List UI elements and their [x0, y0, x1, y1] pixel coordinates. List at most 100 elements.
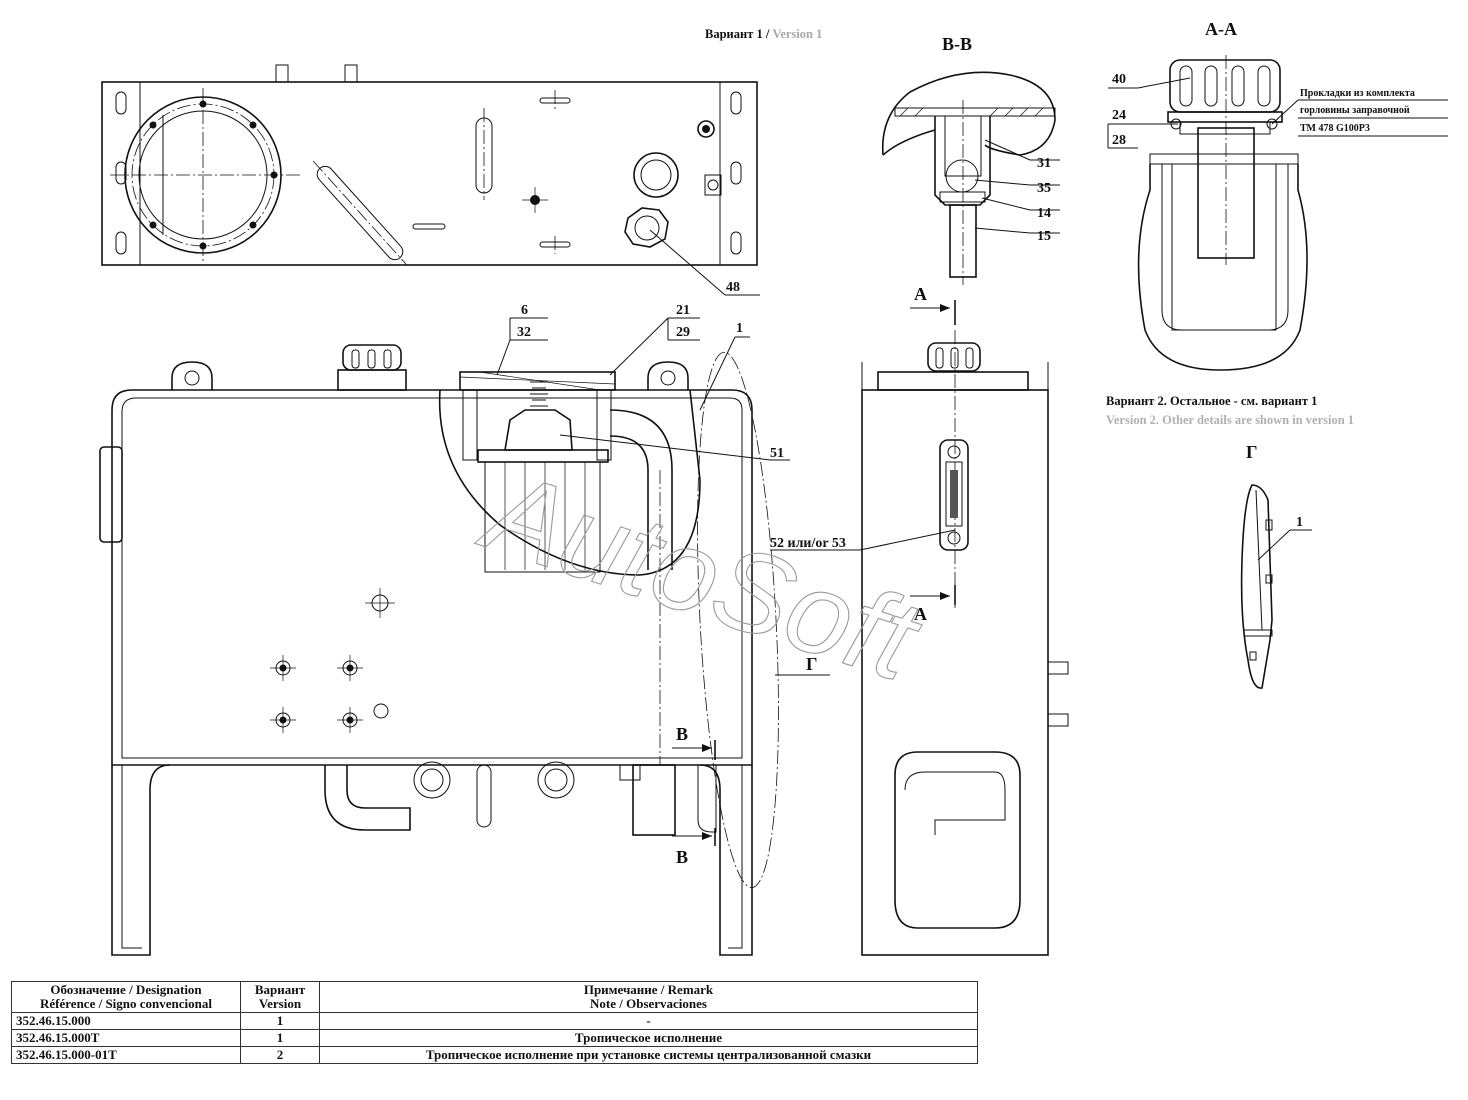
- suction-pipe: [632, 764, 676, 836]
- gasket-note-2: горловины заправочной: [1300, 105, 1410, 116]
- section-bb-title: В-В: [942, 34, 972, 54]
- front-view: В В 6 32 21 29 1 51 Г: [99, 303, 830, 956]
- top-view-outline: [101, 81, 758, 266]
- callout-g: Г: [806, 654, 817, 674]
- bolt: [270, 171, 278, 179]
- col-designation-2: Référence / Signo convencional: [40, 996, 212, 1011]
- callout-1: 1: [736, 321, 743, 336]
- slot: [730, 161, 742, 185]
- side-filler-cover: [877, 371, 1029, 391]
- variant-1-ru: Вариант 1 /: [705, 27, 770, 41]
- front-ports: [270, 588, 395, 733]
- bolt: [149, 121, 157, 129]
- col-remark-2: Note / Observaciones: [590, 996, 707, 1011]
- callout-48: 48: [726, 280, 740, 295]
- section-a-bottom-label: А: [914, 604, 927, 624]
- callout-14: 14: [1037, 206, 1051, 221]
- bolt: [249, 121, 257, 129]
- leg-left: [111, 764, 171, 956]
- side-breather-cap: [927, 342, 981, 372]
- aa-wall: [1149, 153, 1299, 165]
- drain-plug-hex: [624, 207, 669, 248]
- gasket-note-3: ТМ 478 G100P3: [1300, 123, 1370, 134]
- aa-cap: [1169, 59, 1281, 113]
- aa-cap-base: [1167, 111, 1283, 123]
- top-view: 48: [101, 64, 760, 296]
- row-designation: 352.46.15.000: [11, 1012, 241, 1030]
- breather-base: [337, 369, 407, 391]
- filler-neck-wall: [596, 389, 612, 461]
- row-remark: Тропическое исполнение: [319, 1029, 978, 1047]
- callout-31: 31: [1037, 156, 1051, 171]
- port-small: [697, 120, 715, 138]
- callout-29: 29: [676, 325, 690, 340]
- bottom-pipe: [476, 764, 492, 828]
- valve-body: [504, 409, 573, 451]
- slot: [730, 91, 742, 115]
- leader-52-53: [859, 529, 956, 551]
- aa-flange: [1179, 121, 1271, 135]
- lifting-eye-left: [171, 361, 213, 390]
- watermark: AutoSoft: [467, 445, 936, 706]
- leader-1: [699, 336, 736, 411]
- diagonal-pipe: [312, 160, 408, 266]
- aa-neck: [1171, 163, 1277, 331]
- section-aa: А-А 40 24 28 Прокладки из комплекта горл…: [1107, 19, 1448, 371]
- callout-15: 15: [1037, 229, 1051, 244]
- row-variant: 1: [240, 1012, 320, 1030]
- table-row: 352.46.15.000 1 -: [11, 1012, 978, 1030]
- slot: [730, 231, 742, 255]
- leader-6-32: [496, 339, 511, 376]
- row-remark: Тропическое исполнение при установке сис…: [319, 1046, 978, 1064]
- col-variant-2: Version: [258, 996, 302, 1011]
- bb-break-outline: [881, 71, 1056, 156]
- row-variant: 1: [240, 1029, 320, 1047]
- slot: [115, 91, 127, 115]
- bb-seat: [939, 191, 986, 203]
- side-cutout: [894, 751, 1021, 929]
- side-fitting: [704, 174, 722, 196]
- detail-g: Г 1: [1240, 442, 1312, 689]
- row-designation: 352.46.15.000-01T: [11, 1046, 241, 1064]
- bottom-port: [537, 761, 575, 799]
- version-2-ru: Вариант 2. Остальное - см. вариант 1: [1106, 394, 1317, 408]
- lifting-eye-right: [647, 361, 689, 390]
- side-elbow: [904, 771, 1006, 835]
- bottom-fitting: [619, 764, 641, 781]
- bolt: [249, 221, 257, 229]
- callout-51: 51: [770, 446, 784, 461]
- side-view: А А 52 или/or 53: [770, 284, 1069, 956]
- level-gauge-window: [945, 461, 963, 527]
- callout-32: 32: [517, 325, 531, 340]
- table-row: 352.46.15.000T 1 Тропическое исполнение: [11, 1029, 978, 1047]
- col-designation: Обозначение / Designation Référence / Si…: [11, 981, 241, 1013]
- parts-table: Обозначение / Designation Référence / Si…: [11, 981, 978, 1064]
- gasket-note-1: Прокладки из комплекта: [1300, 88, 1415, 99]
- side-bracket: [99, 446, 123, 543]
- bolt: [149, 221, 157, 229]
- leader-48: [649, 229, 726, 296]
- col-remark-1: Примечание / Remark: [583, 982, 714, 997]
- filler-cover: [459, 371, 616, 391]
- bolt: [199, 242, 207, 250]
- tank-body: [111, 389, 753, 766]
- row-variant: 2: [240, 1046, 320, 1064]
- callout-24: 24: [1112, 108, 1126, 123]
- callout-21: 21: [676, 303, 690, 318]
- bottom-elbow: [324, 765, 411, 831]
- filler-neck-wall: [462, 389, 478, 461]
- strainer-basket: [484, 461, 601, 573]
- detail-g-part: [1240, 484, 1273, 689]
- col-variant-1: Вариант: [254, 982, 306, 997]
- slot: [115, 161, 127, 185]
- callout-28: 28: [1112, 133, 1126, 148]
- port-outer: [633, 152, 679, 198]
- callout-6: 6: [521, 303, 528, 318]
- detail-g-callout-1: 1: [1296, 515, 1303, 530]
- callout-40: 40: [1112, 72, 1126, 87]
- return-elbow: [609, 409, 673, 570]
- section-bb: В-В 31 35 14 15: [881, 34, 1060, 285]
- side-port: [1047, 713, 1069, 727]
- port-inner: [640, 159, 672, 191]
- small-slot: [412, 223, 446, 230]
